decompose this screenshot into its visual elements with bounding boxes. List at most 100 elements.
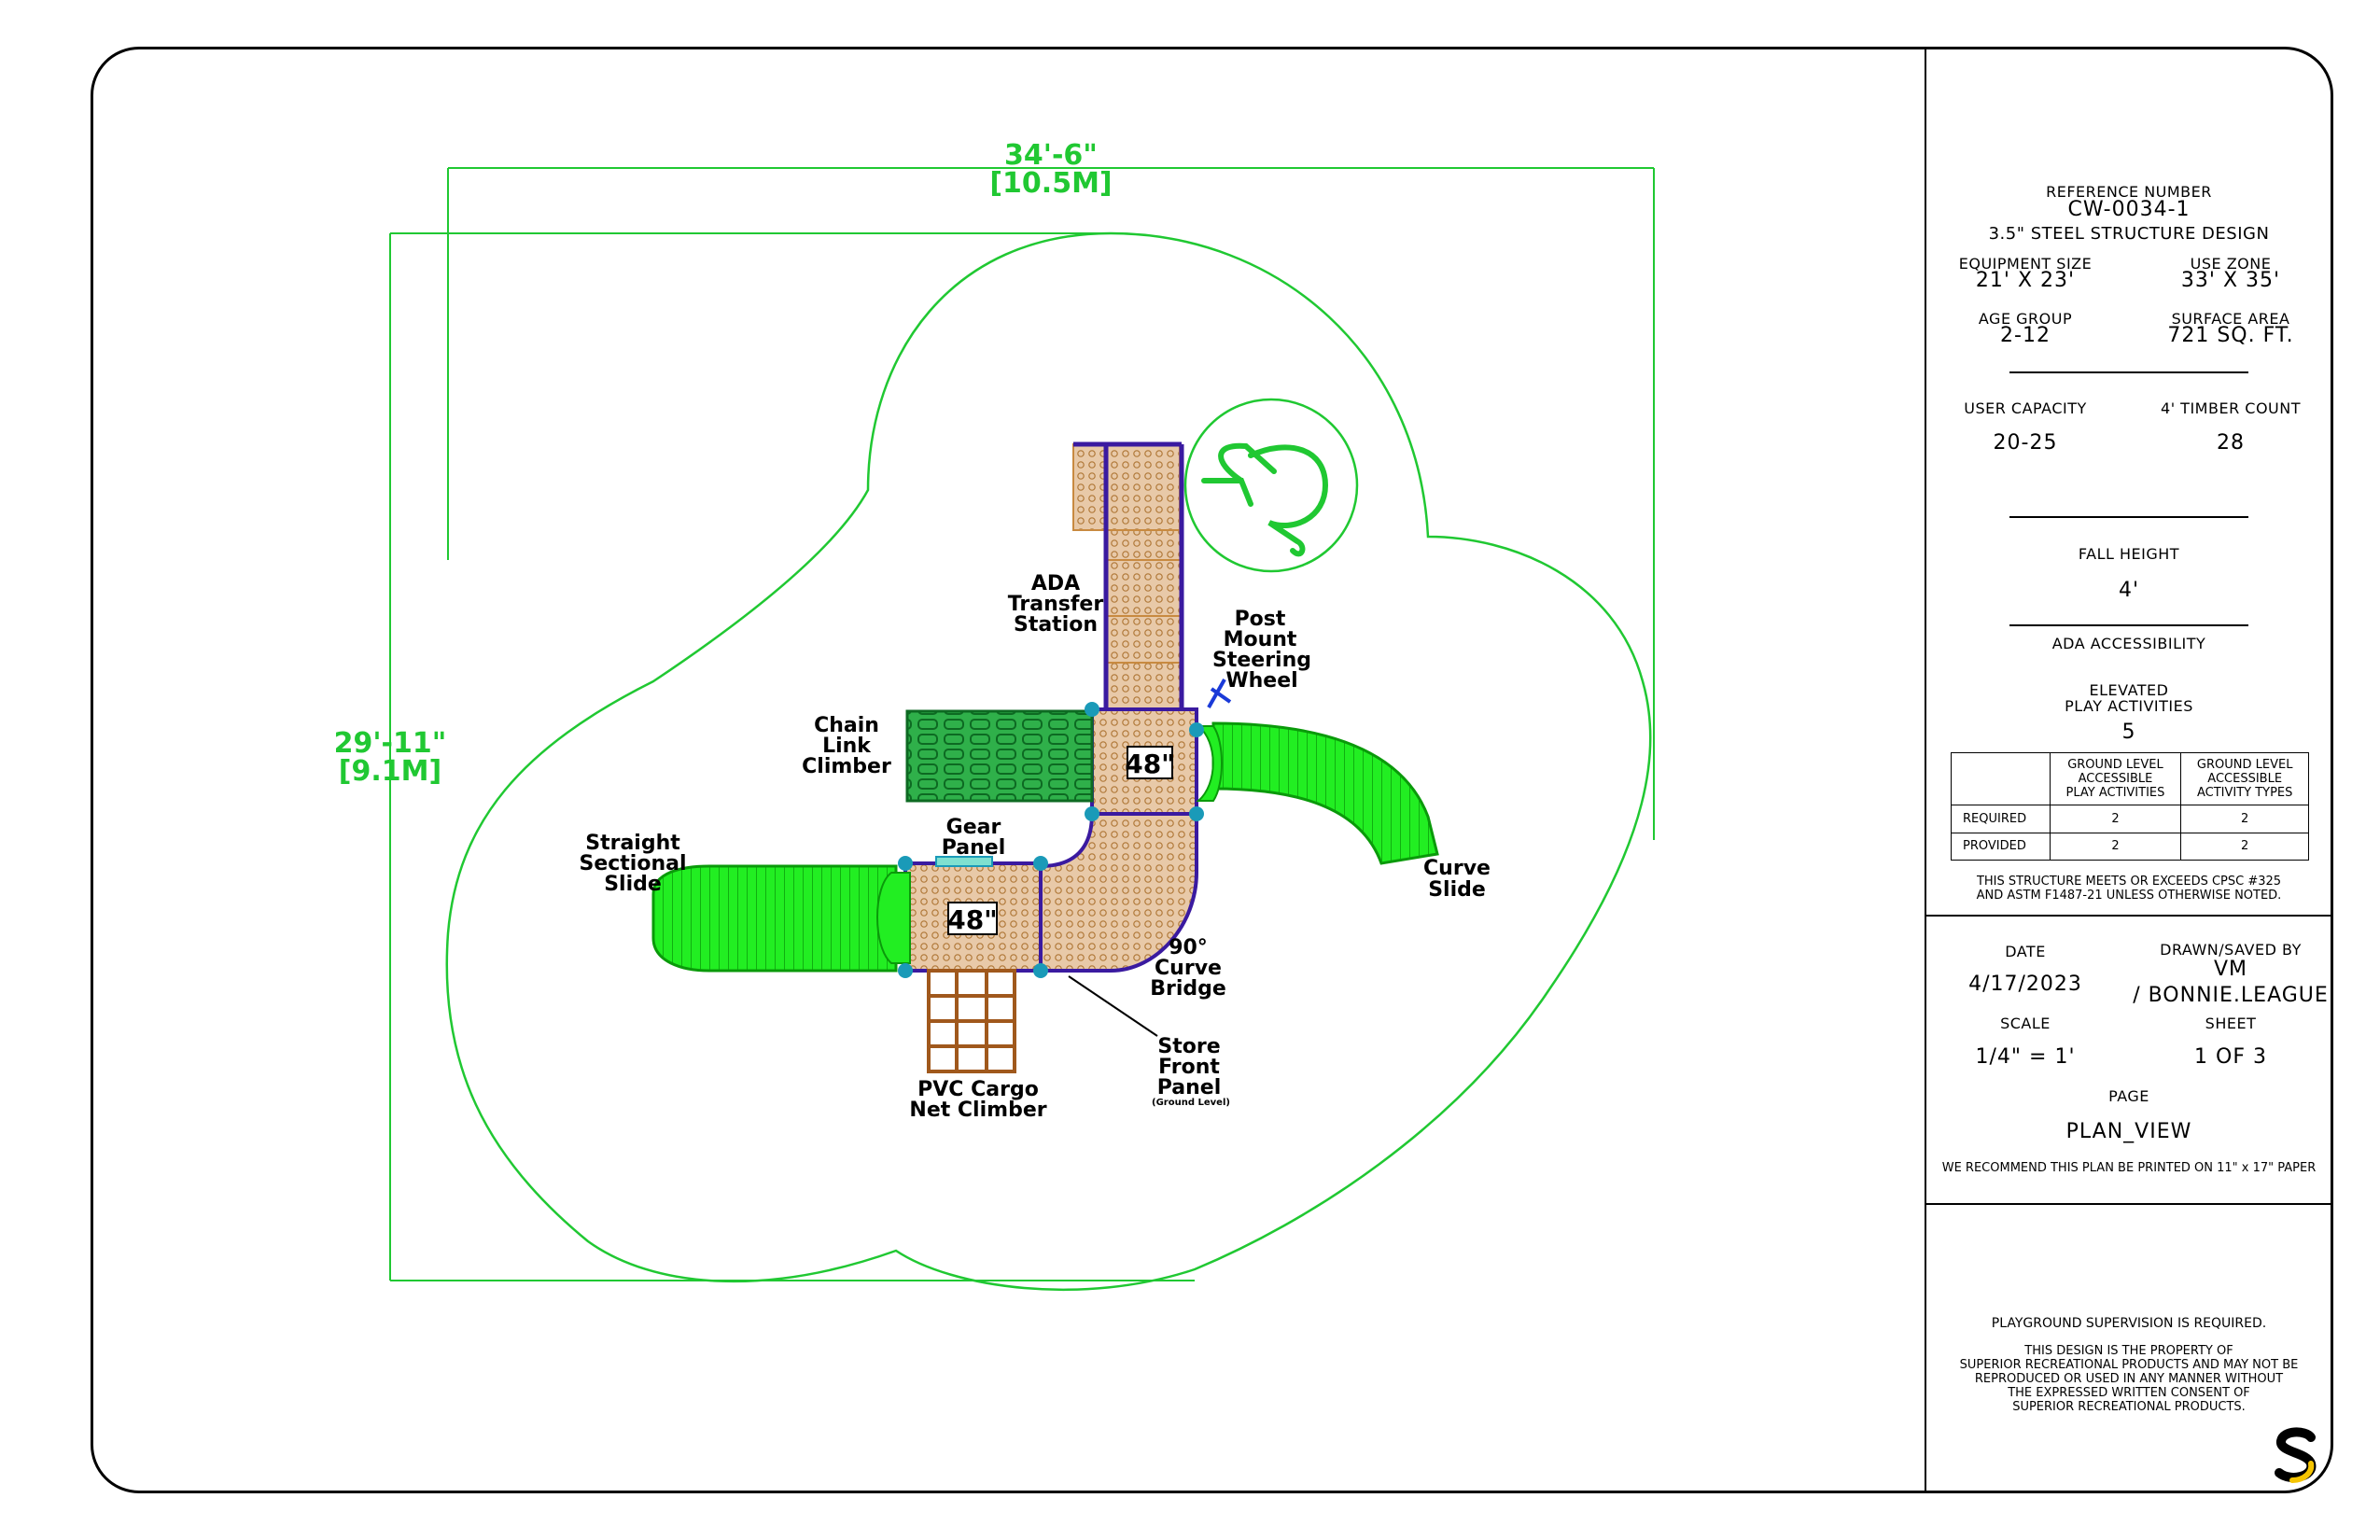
scale-value: 1/4" = 1' (1975, 1045, 2076, 1069)
user-capacity-label: USER CAPACITY (1964, 399, 2087, 417)
ref-label: REFERENCE NUMBER (2046, 183, 2212, 201)
rule-1 (2009, 371, 2248, 373)
steering-wheel-icon (1207, 679, 1232, 708)
ref-number: CW-0034-1 (2067, 198, 2191, 221)
legal-notice: THIS DESIGN IS THE PROPERTY OF SUPERIOR … (1926, 1344, 2331, 1414)
date-label: DATE (2005, 943, 2046, 960)
sheet-value: 1 OF 3 (2194, 1045, 2267, 1069)
label-mount: Mount (1224, 628, 1297, 651)
label-climber: Climber (802, 755, 891, 778)
title-divider-2 (1926, 1203, 2331, 1205)
store-front-leader (1068, 975, 1158, 1037)
width-ft-label: 34'-6" (1004, 139, 1098, 172)
row-required-label: REQUIRED (1951, 805, 2051, 833)
component-labels: ADA Transfer Station Post Mount Steering… (579, 572, 1490, 1122)
wheelchair-icon (1183, 398, 1359, 573)
supervision-note: PLAYGROUND SUPERVISION IS REQUIRED. (1991, 1316, 2267, 1331)
surface-area-label: SURFACE AREA (2171, 310, 2290, 328)
cargo-net-climber (927, 969, 1016, 1073)
page-value: PLAN_VIEW (2065, 1120, 2192, 1143)
legal-line-5: SUPERIOR RECREATIONAL PRODUCTS. (2012, 1400, 2246, 1414)
row-provided-v1: 2 (2049, 832, 2182, 861)
row-provided-v2: 2 (2180, 832, 2309, 861)
age-group: 2-12 (2000, 324, 2051, 347)
legal-line-4: THE EXPRESSED WRITTEN CONSENT OF (2008, 1386, 2250, 1400)
compliance-line-2: AND ASTM F1487-21 UNLESS OTHERWISE NOTED… (1976, 889, 2282, 903)
surface-area: 721 SQ. FT. (2167, 324, 2294, 347)
age-group-label: AGE GROUP (1978, 310, 2073, 328)
label-station: Station (1014, 613, 1098, 637)
table-row: REQUIRED 2 2 (1951, 805, 2309, 833)
width-m-label: [10.5M] (989, 167, 1112, 200)
user-capacity: 20-25 (1993, 431, 2058, 455)
col2-line1: GROUND LEVEL (2196, 758, 2293, 772)
ground-activities-table: GROUND LEVEL ACCESSIBLE PLAY ACTIVITIES … (1951, 752, 2309, 861)
label-curve-bridge: Curve (1155, 957, 1222, 980)
page-label: PAGE (2108, 1087, 2149, 1105)
label-wheel: Wheel (1225, 669, 1297, 693)
label-sectional: Sectional (579, 852, 686, 875)
scale-label: SCALE (2000, 1015, 2051, 1032)
label-pvc-cargo: PVC Cargo (917, 1078, 1039, 1101)
title-divider-1 (1926, 915, 2331, 917)
label-curve: Curve (1423, 857, 1491, 880)
drawn-by-2: / BONNIE.LEAGUE (2133, 984, 2329, 1007)
label-steering: Steering (1212, 649, 1311, 672)
rule-2 (2009, 516, 2248, 518)
ada-transfer-station (1072, 441, 1184, 710)
col2-line3: ACTIVITY TYPES (2196, 786, 2293, 800)
col1-line2: ACCESSIBLE (2078, 772, 2153, 786)
label-ground-level: (Ground Level) (1152, 1098, 1230, 1108)
legal-line-1: THIS DESIGN IS THE PROPERTY OF (2024, 1344, 2233, 1358)
row-required-v1: 2 (2049, 805, 2182, 833)
design-line: 3.5" STEEL STRUCTURE DESIGN (1988, 224, 2270, 244)
label-transfer: Transfer (1008, 593, 1104, 616)
legal-line-2: SUPERIOR RECREATIONAL PRODUCTS AND MAY N… (1959, 1358, 2299, 1372)
label-gear: Gear (946, 816, 1001, 839)
drawn-label: DRAWN/SAVED BY (2160, 941, 2302, 959)
date-value: 4/17/2023 (1968, 973, 2082, 996)
title-block-divider (1925, 49, 1926, 1491)
label-link: Link (822, 735, 872, 758)
col2-line2: ACCESSIBLE (2207, 772, 2283, 786)
fall-height: 4' (2118, 579, 2140, 602)
depth-m-label: [9.1M] (339, 755, 441, 788)
label-front: Front (1158, 1056, 1220, 1079)
ada-label: ADA ACCESSIBILITY (2051, 635, 2206, 652)
timber-label: 4' TIMBER COUNT (2161, 399, 2301, 417)
label-chain: Chain (814, 714, 879, 737)
curve-slide (1196, 721, 1439, 865)
label-store-panel: Panel (1157, 1076, 1222, 1099)
label-post: Post (1235, 608, 1286, 631)
label-curve-slide: Slide (1428, 878, 1486, 902)
label-bridge: Bridge (1150, 977, 1226, 1001)
upper-deck: 48" (1090, 707, 1198, 816)
table-col2-header: GROUND LEVEL ACCESSIBLE ACTIVITY TYPES (2180, 752, 2309, 805)
upper-deck-height: 48" (1125, 749, 1175, 779)
timber-count: 28 (2217, 431, 2245, 455)
gear-panel (935, 856, 993, 867)
compliance-line-1: THIS STRUCTURE MEETS OR EXCEEDS CPSC #32… (1976, 875, 2282, 889)
curve-bridge (1039, 812, 1198, 973)
label-straight: Straight (585, 832, 680, 855)
lower-deck-height: 48" (947, 904, 998, 935)
label-panel: Panel (942, 836, 1006, 860)
use-zone: 33' X 35' (2180, 269, 2281, 292)
label-slide: Slide (604, 873, 662, 896)
elevated-count: 5 (2121, 721, 2136, 744)
rule-3 (2009, 624, 2248, 626)
col1-line1: GROUND LEVEL (2067, 758, 2163, 772)
equipment-size-label: EQUIPMENT SIZE (1958, 255, 2093, 273)
drawing-sheet (91, 47, 2333, 1493)
sheet-label: SHEET (2205, 1015, 2257, 1032)
lower-deck: 48" (903, 861, 1043, 973)
label-store: Store (1157, 1035, 1220, 1058)
label-net-climber: Net Climber (909, 1099, 1046, 1122)
use-zone-label: USE ZONE (2190, 255, 2272, 273)
legal-line-3: REPRODUCED OR USED IN ANY MANNER WITHOUT (1974, 1372, 2284, 1386)
label-90: 90° (1169, 936, 1208, 959)
label-ada: ADA (1031, 572, 1080, 595)
table-corner (1951, 752, 2051, 805)
print-note: WE RECOMMEND THIS PLAN BE PRINTED ON 11"… (1941, 1161, 2317, 1175)
